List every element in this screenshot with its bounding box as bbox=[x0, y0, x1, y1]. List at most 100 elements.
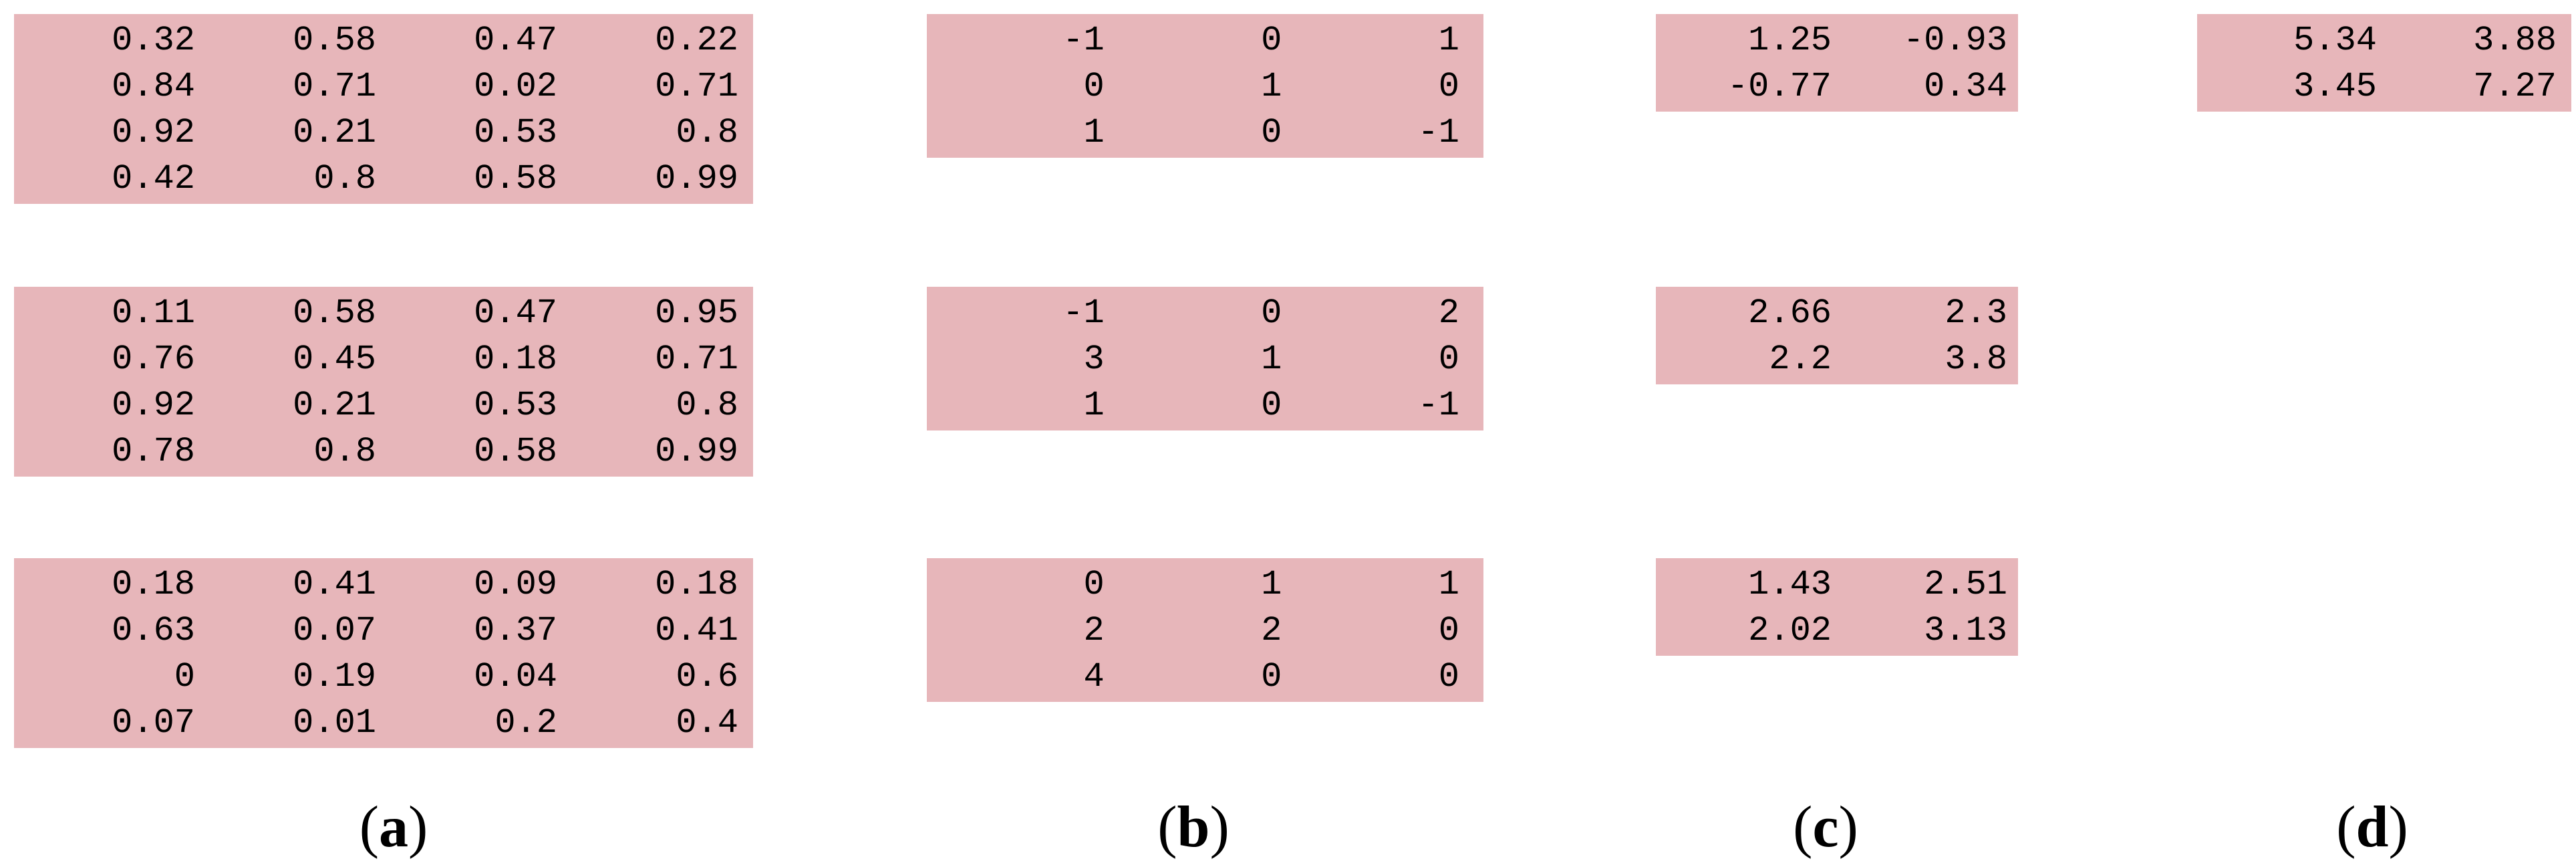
matrix-cell: 0 bbox=[1261, 657, 1282, 697]
matrix-row: 1 0 -1 bbox=[927, 382, 1459, 428]
matrix-cell: 0.21 bbox=[293, 386, 376, 425]
matrix-cell: 1 bbox=[1083, 113, 1105, 152]
subfigure-label-d: (d) bbox=[2336, 794, 2408, 861]
matrix-cell: 0.99 bbox=[655, 432, 738, 471]
matrix-cell: 5.34 bbox=[2293, 21, 2377, 60]
label-paren-open: ( bbox=[1157, 795, 1177, 860]
matrix-cell: 0.63 bbox=[112, 611, 195, 650]
label-letter: c bbox=[1812, 795, 1839, 860]
matrix-cell: 0.07 bbox=[112, 703, 195, 743]
matrix-cell: 0 bbox=[1261, 386, 1282, 425]
matrix-cell: 0.8 bbox=[313, 159, 376, 199]
matrix-cell: 0 bbox=[1261, 113, 1282, 152]
matrix-cell: 0.47 bbox=[474, 21, 557, 60]
label-paren-close: ) bbox=[2388, 795, 2408, 860]
matrix-cell: 0.04 bbox=[474, 657, 557, 697]
matrix-cell: 0 bbox=[1438, 340, 1459, 379]
matrix-cell: 2.02 bbox=[1748, 611, 1832, 650]
matrix-cell: -0.93 bbox=[1902, 21, 2007, 60]
matrix-block-c1: 1.25-0.93-0.77 0.34 bbox=[1656, 14, 2018, 112]
matrix-cell: 0 bbox=[1438, 611, 1459, 650]
matrix-row: 2.02 3.13 bbox=[1656, 608, 2007, 654]
matrix-cell: 2 bbox=[1261, 611, 1282, 650]
matrix-cell: 1 bbox=[1261, 340, 1282, 379]
label-paren-close: ) bbox=[408, 795, 428, 860]
label-paren-open: ( bbox=[2336, 795, 2356, 860]
matrix-cell: 3.88 bbox=[2473, 21, 2557, 60]
matrix-cell: 0.53 bbox=[474, 113, 557, 152]
matrix-row: 3 1 0 bbox=[927, 336, 1459, 382]
matrix-cell: 3.8 bbox=[1945, 340, 2007, 379]
subfigure-label-a: (a) bbox=[360, 794, 428, 861]
matrix-row: 1.25-0.93 bbox=[1656, 17, 2007, 64]
matrix-cell: 0.99 bbox=[655, 159, 738, 199]
label-letter: b bbox=[1177, 795, 1210, 860]
matrix-cell: 0.34 bbox=[1924, 67, 2007, 106]
matrix-cell: 0.18 bbox=[474, 340, 557, 379]
label-paren-open: ( bbox=[359, 795, 379, 860]
matrix-cell: 0.01 bbox=[293, 703, 376, 743]
matrix-cell: 0.8 bbox=[676, 386, 738, 425]
matrix-cell: 0.07 bbox=[293, 611, 376, 650]
matrix-cell: 2 bbox=[1438, 293, 1459, 333]
matrix-cell: 0.18 bbox=[655, 565, 738, 604]
matrix-cell: 1 bbox=[1083, 386, 1105, 425]
matrix-cell: 0.84 bbox=[112, 67, 195, 106]
matrix-cell: 0.11 bbox=[112, 293, 195, 333]
matrix-cell: 0.02 bbox=[474, 67, 557, 106]
matrix-cell: 0.78 bbox=[112, 432, 195, 471]
matrix-cell: 0 bbox=[1261, 21, 1282, 60]
matrix-row: 1 0 -1 bbox=[927, 110, 1459, 156]
matrix-cell: 3 bbox=[1083, 340, 1105, 379]
matrix-row: 5.34 3.88 bbox=[2197, 17, 2557, 64]
matrix-cell: 0 bbox=[1261, 293, 1282, 333]
matrix-cell: 0.21 bbox=[293, 113, 376, 152]
matrix-cell: 0.71 bbox=[655, 67, 738, 106]
matrix-cell: -1 bbox=[1417, 113, 1459, 152]
matrix-cell: -0.77 bbox=[1727, 67, 1832, 106]
matrix-cell: 1 bbox=[1261, 565, 1282, 604]
label-paren-close: ) bbox=[1209, 795, 1230, 860]
matrix-cell: 3.45 bbox=[2293, 67, 2377, 106]
matrix-cell: 0.71 bbox=[655, 340, 738, 379]
matrix-cell: 0.2 bbox=[494, 703, 557, 743]
matrix-cell: 7.27 bbox=[2473, 67, 2557, 106]
matrix-cell: 0.95 bbox=[655, 293, 738, 333]
matrix-cell: 0.41 bbox=[293, 565, 376, 604]
matrix-cell: 0.45 bbox=[293, 340, 376, 379]
matrix-cell: 2.3 bbox=[1945, 293, 2007, 333]
matrix-cell: 0.37 bbox=[474, 611, 557, 650]
matrix-cell: -1 bbox=[1417, 386, 1459, 425]
matrix-cell: 0 bbox=[1438, 67, 1459, 106]
matrix-cell: 0.76 bbox=[112, 340, 195, 379]
matrix-cell: 1 bbox=[1438, 565, 1459, 604]
matrix-cell: 0.58 bbox=[293, 21, 376, 60]
matrix-cell: -1 bbox=[1062, 21, 1105, 60]
matrix-cell: 3.13 bbox=[1924, 611, 2007, 650]
matrix-cell: 0.53 bbox=[474, 386, 557, 425]
label-paren-open: ( bbox=[1793, 795, 1813, 860]
matrix-cell: 2 bbox=[1083, 611, 1105, 650]
matrix-cell: 0.22 bbox=[655, 21, 738, 60]
matrix-row: -0.77 0.34 bbox=[1656, 64, 2007, 110]
matrix-cell: 0 bbox=[174, 657, 195, 697]
matrix-cell: 0.58 bbox=[474, 432, 557, 471]
